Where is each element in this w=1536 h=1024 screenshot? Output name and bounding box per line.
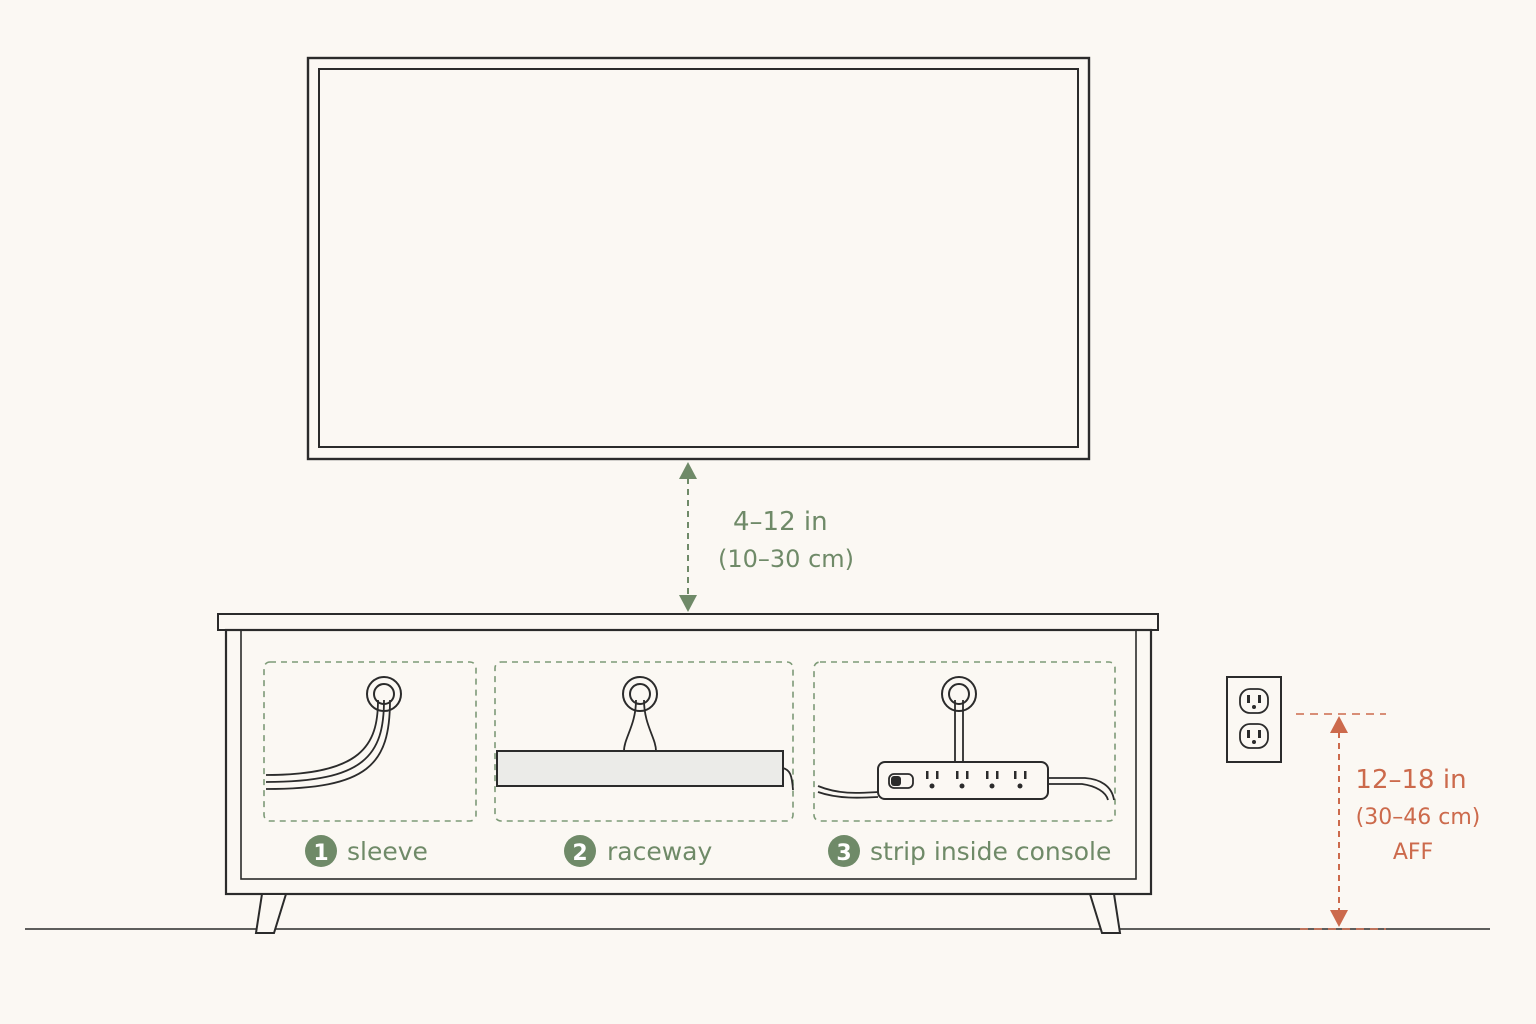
option-1-badge xyxy=(305,835,337,867)
option-strip-panel: 3 strip inside console xyxy=(813,661,1116,867)
strip-cables xyxy=(817,700,1115,801)
option-2-number: 2 xyxy=(572,841,587,866)
option-3-label: strip inside console xyxy=(870,837,1111,866)
gap-dimension: 4–12 in (10–30 cm) xyxy=(679,462,854,612)
option-raceway-box xyxy=(494,661,794,822)
option-raceway-panel: 2 raceway xyxy=(494,661,794,867)
option-sleeve-box xyxy=(263,661,477,822)
media-console xyxy=(217,613,1159,934)
console-leg-left xyxy=(254,893,288,934)
option-2-label: raceway xyxy=(607,837,712,866)
outlet-dimension-tertiary: AFF xyxy=(1393,840,1433,865)
option-sleeve-panel: 1 sleeve xyxy=(263,661,477,867)
cable-raceway xyxy=(496,750,784,787)
option-2-badge xyxy=(564,835,596,867)
outlet-arrow-up-icon xyxy=(1330,716,1348,733)
tv-inner-bezel xyxy=(318,68,1079,448)
console-leg-right xyxy=(1088,893,1122,934)
tv-screen xyxy=(306,56,1091,461)
grommet-icon xyxy=(622,676,658,712)
cable-sleeve xyxy=(265,699,391,790)
raceway-cables xyxy=(623,699,657,752)
grommet-icon xyxy=(941,676,977,712)
console-top xyxy=(217,613,1159,631)
strip-sockets xyxy=(926,771,1027,789)
gap-arrow-down-icon xyxy=(679,595,697,612)
option-strip-box xyxy=(813,661,1116,822)
power-switch-icon xyxy=(888,773,914,789)
gap-dimension-secondary: (10–30 cm) xyxy=(718,545,854,573)
console-inner-panel xyxy=(240,629,1137,880)
option-1-number: 1 xyxy=(313,841,328,866)
option-1-label: sleeve xyxy=(347,837,428,866)
tv-outer-frame xyxy=(306,56,1091,461)
outlet-height-dimension: 12–18 in (30–46 cm) AFF xyxy=(1296,713,1481,930)
gap-arrow-up-icon xyxy=(679,462,697,479)
outlet-dimension-primary: 12–18 in xyxy=(1355,765,1466,795)
gap-dimension-primary: 4–12 in xyxy=(733,507,828,537)
option-3-badge xyxy=(828,835,860,867)
power-strip-icon xyxy=(877,761,1049,800)
outlet-dimension-secondary: (30–46 cm) xyxy=(1356,805,1481,830)
wall-outlet-icon xyxy=(1226,676,1282,763)
option-3-number: 3 xyxy=(836,841,851,866)
outlet-arrow-down-icon xyxy=(1330,910,1348,927)
raceway-exit-cable xyxy=(782,767,794,791)
